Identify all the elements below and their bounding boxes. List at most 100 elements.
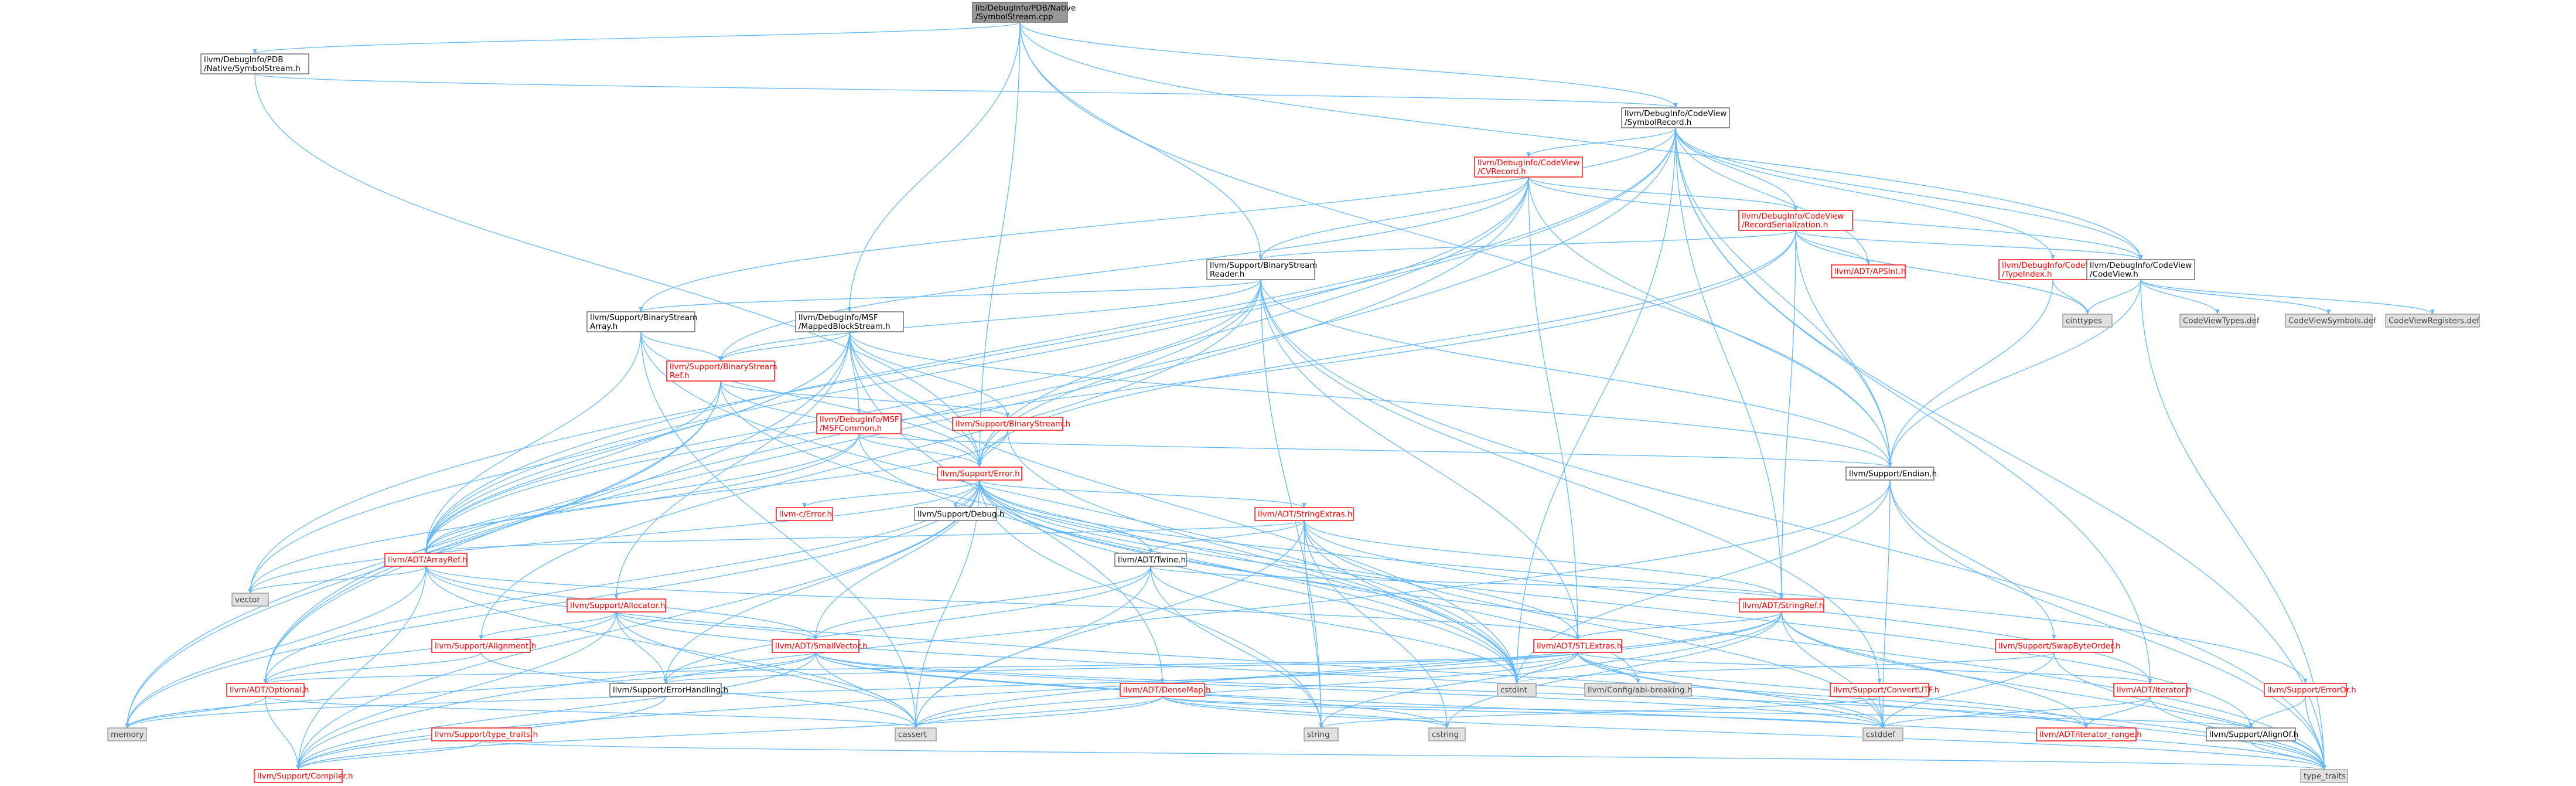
node-allocator[interactable]: llvm/Support/Allocator.h bbox=[567, 598, 666, 613]
node-box bbox=[2206, 727, 2296, 741]
node-erroror[interactable]: llvm/Support/ErrorOr.h bbox=[2264, 683, 2356, 697]
edge-error-to-memory bbox=[125, 479, 980, 729]
node-cstdint[interactable]: cstdint bbox=[1497, 683, 1537, 697]
edge-stringref-to-cassert bbox=[913, 611, 1782, 729]
node-box bbox=[1862, 727, 1903, 741]
edge-error-to-compiler bbox=[296, 479, 980, 770]
edge-error-to-alignof bbox=[979, 479, 2253, 729]
edge-root-to-mbs bbox=[847, 22, 1021, 312]
node-llvmcerror[interactable]: llvm-c/Error.h bbox=[776, 507, 833, 521]
node-nss[interactable]: llvm/DebugInfo/PDB/Native/SymbolStream.h bbox=[200, 53, 309, 74]
node-cvregs[interactable]: CodeViewRegisters.def bbox=[2385, 314, 2480, 328]
node-cinttypes[interactable]: cinttypes bbox=[2062, 314, 2113, 328]
node-box bbox=[1739, 598, 1824, 613]
node-label: /TypeIndex.h bbox=[2002, 270, 2052, 279]
node-recser[interactable]: llvm/DebugInfo/CodeView/RecordSerializat… bbox=[1738, 210, 1853, 231]
node-cstring[interactable]: cstring bbox=[1428, 727, 1466, 741]
edge-strext-to-cassert bbox=[913, 520, 1305, 729]
node-stlextras[interactable]: llvm/ADT/STLExtras.h bbox=[1533, 639, 1622, 653]
node-endian[interactable]: llvm/Support/Endian.h bbox=[1845, 467, 1937, 481]
edge-strext-to-iterator bbox=[1304, 520, 2152, 684]
edge-bsr-to-type_traits bbox=[1260, 279, 2326, 770]
edge-bsa-to-cstdint bbox=[640, 331, 1519, 684]
node-strext[interactable]: llvm/ADT/StringExtras.h bbox=[1254, 507, 1354, 521]
node-arrayref[interactable]: llvm/ADT/ArrayRef.h bbox=[384, 553, 468, 567]
edge-bsr-to-stlextras bbox=[1260, 279, 1580, 640]
edge-error-to-smallvector bbox=[813, 479, 980, 640]
node-layer: lib/DebugInfo/PDB/Native/SymbolStream.cp… bbox=[107, 2, 2480, 783]
node-iterator[interactable]: llvm/ADT/iterator.h bbox=[2113, 683, 2192, 697]
node-twine[interactable]: llvm/ADT/Twine.h bbox=[1114, 553, 1187, 567]
node-cstddef[interactable]: cstddef bbox=[1862, 727, 1903, 741]
edge-codeview-to-cvregs bbox=[2140, 279, 2435, 315]
node-smallvector[interactable]: llvm/ADT/SmallVector.h bbox=[772, 639, 868, 653]
node-codeview[interactable]: llvm/DebugInfo/CodeView/CodeView.h bbox=[2086, 259, 2195, 280]
node-msfcommon[interactable]: llvm/DebugInfo/MSF/MSFCommon.h bbox=[816, 413, 902, 434]
node-alignment[interactable]: llvm/Support/Alignment.h bbox=[431, 639, 536, 653]
edge-symrec-to-typeindex bbox=[1675, 127, 2055, 260]
node-vector[interactable]: vector bbox=[231, 593, 269, 607]
edge-error-to-twine bbox=[979, 479, 1153, 554]
edge-bsa-to-cassert bbox=[640, 331, 918, 729]
edge-codeview-to-type_traits bbox=[2140, 279, 2326, 770]
edge-optional-to-cassert bbox=[265, 696, 918, 729]
node-cvrec[interactable]: llvm/DebugInfo/CodeView/CVRecord.h bbox=[1474, 156, 1583, 178]
node-root[interactable]: lib/DebugInfo/PDB/Native/SymbolStream.cp… bbox=[972, 2, 1076, 23]
node-errhandling[interactable]: llvm/Support/ErrorHandling.h bbox=[609, 683, 728, 697]
node-densemap[interactable]: llvm/ADT/DenseMap.h bbox=[1120, 683, 1211, 697]
node-optional[interactable]: llvm/ADT/Optional.h bbox=[226, 683, 309, 697]
node-label: memory bbox=[111, 730, 144, 740]
node-bs[interactable]: llvm/Support/BinaryStream.h bbox=[952, 417, 1070, 431]
node-abibreak[interactable]: llvm/Config/abi-breaking.h bbox=[1584, 683, 1692, 697]
node-alignof[interactable]: llvm/Support/AlignOf.h bbox=[2206, 727, 2298, 741]
edge-cvrec-to-error bbox=[977, 176, 1529, 468]
node-stringref[interactable]: llvm/ADT/StringRef.h bbox=[1739, 598, 1824, 613]
edge-mbs-to-vector bbox=[248, 331, 850, 594]
node-error[interactable]: llvm/Support/Error.h bbox=[937, 467, 1022, 481]
edge-error-to-erroror bbox=[979, 479, 2308, 684]
edge-root-to-codeview bbox=[1019, 22, 2143, 260]
edge-cvrec-to-stlextras bbox=[1528, 176, 1580, 640]
node-memory[interactable]: memory bbox=[107, 727, 147, 741]
node-label: llvm/DebugInfo/PDB bbox=[204, 55, 283, 64]
node-box bbox=[586, 311, 695, 332]
node-swapbyte[interactable]: llvm/Support/SwapByteOrder.h bbox=[1995, 639, 2120, 653]
node-mbs[interactable]: llvm/DebugInfo/MSF/MappedBlockStream.h bbox=[795, 311, 904, 332]
node-typetraits_s[interactable]: llvm/Support/type_traits.h bbox=[431, 727, 538, 741]
node-string[interactable]: string bbox=[1304, 727, 1339, 741]
node-box bbox=[2179, 314, 2256, 328]
node-label: llvm/Support/BinaryStream bbox=[590, 313, 697, 322]
node-label: /RecordSerialization.h bbox=[1742, 220, 1828, 230]
node-label: llvm/DebugInfo/MSF bbox=[820, 415, 899, 424]
node-box bbox=[816, 413, 902, 434]
edge-codeview-to-cvsymbols bbox=[2140, 279, 2331, 315]
node-label: llvm/Support/SwapByteOrder.h bbox=[1998, 642, 2120, 651]
node-label: llvm/Support/type_traits.h bbox=[435, 730, 538, 740]
edge-twine-to-stringref bbox=[1150, 566, 1784, 600]
node-label: cstring bbox=[1432, 730, 1459, 740]
node-debug[interactable]: llvm/Support/Debug.h bbox=[914, 507, 1004, 521]
node-iterrange[interactable]: llvm/ADT/iterator_range.h bbox=[2036, 727, 2142, 741]
node-apsint[interactable]: llvm/ADT/APSInt.h bbox=[1831, 264, 1906, 278]
edge-msfcommon-to-error bbox=[858, 433, 982, 468]
edge-root-to-error bbox=[977, 22, 1021, 468]
node-type_traits[interactable]: type_traits bbox=[2300, 769, 2348, 783]
node-cvsymbols[interactable]: CodeViewSymbols.def bbox=[2285, 314, 2377, 328]
node-label: llvm/Support/ErrorHandling.h bbox=[613, 686, 728, 695]
edge-error-to-cassert bbox=[913, 479, 980, 729]
node-cvtypes[interactable]: CodeViewTypes.def bbox=[2179, 314, 2260, 328]
node-box bbox=[1845, 467, 1934, 481]
edge-iterator-to-iterrange bbox=[2084, 696, 2151, 729]
node-compiler[interactable]: llvm/Support/Compiler.h bbox=[254, 769, 353, 783]
node-box bbox=[1120, 683, 1205, 697]
node-label: llvm/Support/AlignOf.h bbox=[2209, 730, 2298, 740]
node-box bbox=[2264, 683, 2347, 697]
node-convutf[interactable]: llvm/Support/ConvertUTF.h bbox=[1830, 683, 1939, 697]
node-label: llvm/ADT/Twine.h bbox=[1118, 556, 1186, 565]
node-symrec[interactable]: llvm/DebugInfo/CodeView/SymbolRecord.h bbox=[1621, 107, 1730, 128]
edge-typeindex-to-endian bbox=[1888, 279, 2053, 468]
node-cassert[interactable]: cassert bbox=[895, 727, 937, 741]
